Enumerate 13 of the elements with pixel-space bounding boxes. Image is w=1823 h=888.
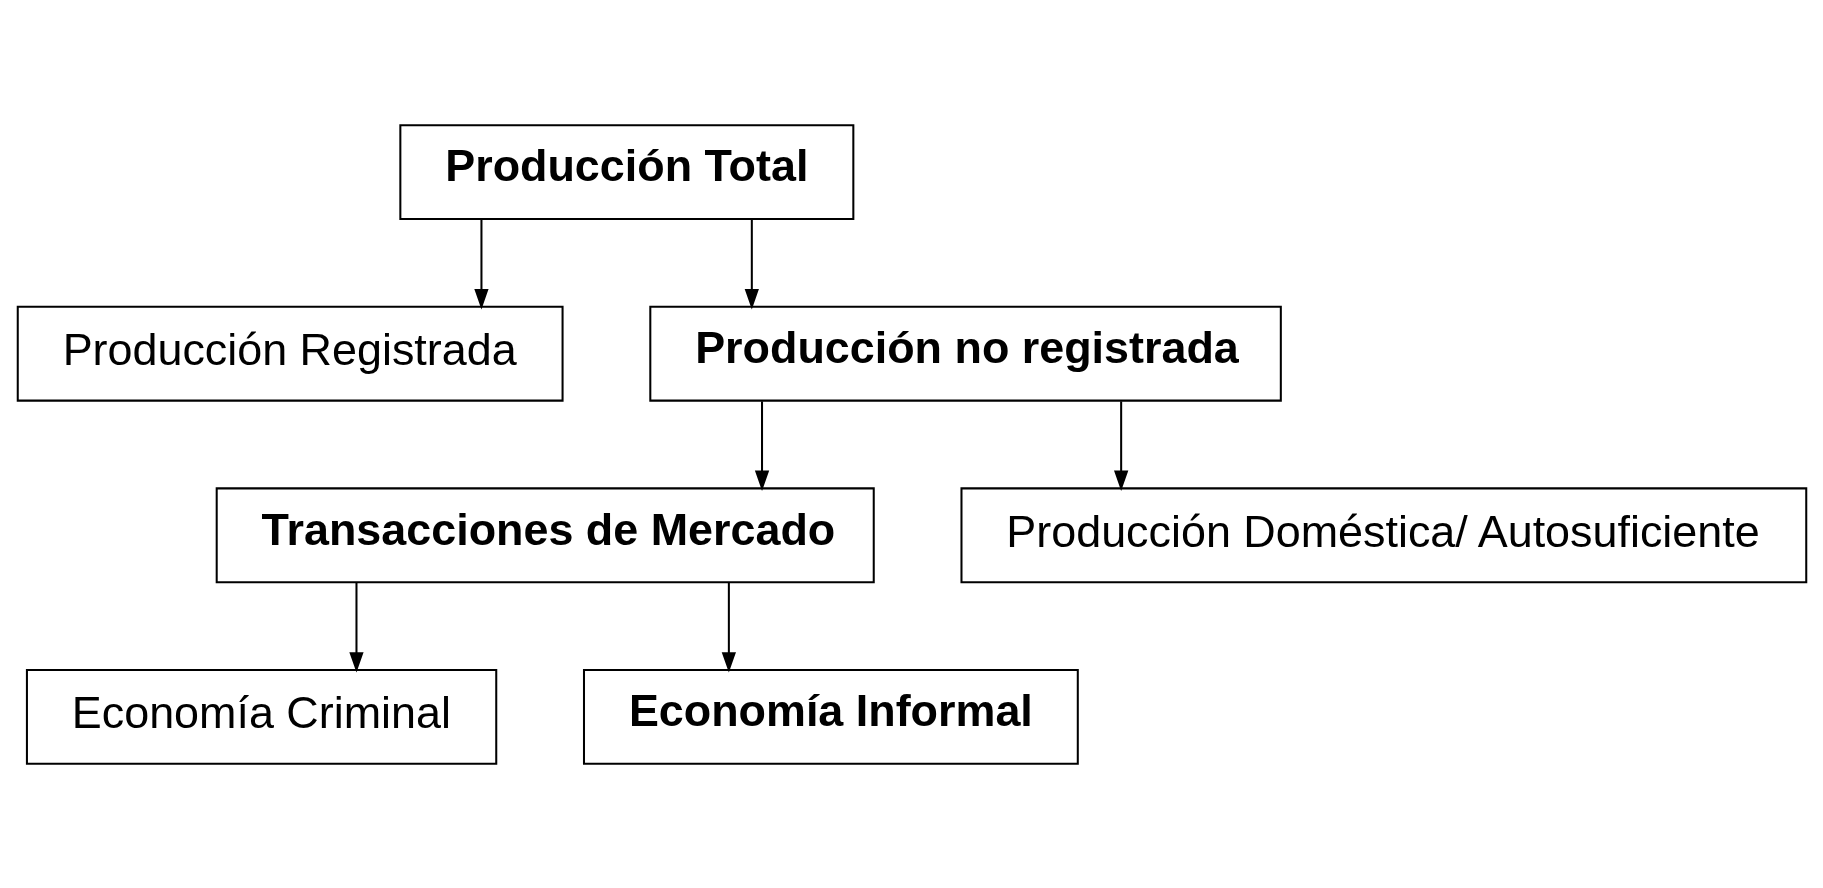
node-box: Producción Doméstica/ Autosuficiente (959, 486, 1807, 583)
arrow (473, 219, 489, 309)
node-box: Economía Criminal (25, 668, 497, 765)
node-box: Producción Registrada (16, 305, 564, 402)
arrow (1113, 400, 1128, 491)
arrow (721, 582, 736, 673)
arrow (754, 400, 769, 491)
node-box: Economía Informal (582, 668, 1079, 765)
node-box: Transacciones de Mercado (215, 486, 875, 583)
arrow (348, 582, 364, 673)
arrow (744, 219, 759, 309)
node-box: Producción Total (398, 123, 854, 220)
node-box: Producción no registrada (648, 305, 1282, 402)
